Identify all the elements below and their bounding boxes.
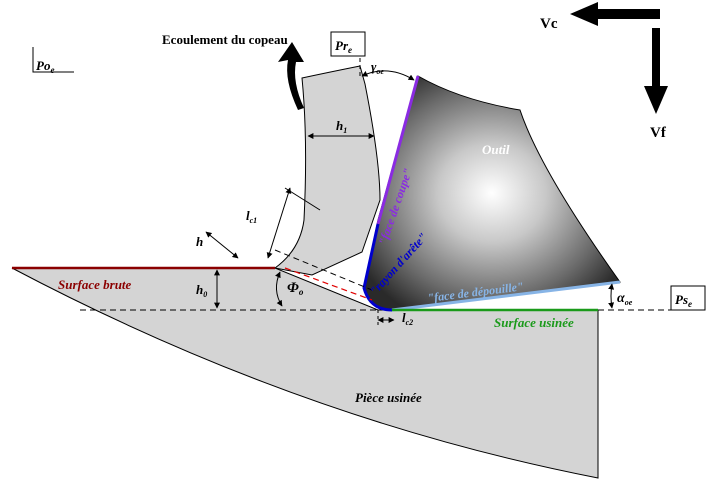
h-dim [205,231,239,259]
phi-arc [275,271,283,307]
pr-label: Pre [335,38,352,55]
shear-line-upper [274,249,373,291]
vc-arrow-icon [570,2,660,26]
po-box [32,47,74,73]
po-label: Poe [36,58,54,75]
chip [273,65,381,276]
machined-surface-label: Surface usinée [494,315,574,330]
ps-label: Pse [675,292,692,309]
alpha-label: αoe [617,291,633,307]
phi-label: Φo [287,280,304,297]
vc-label: Vc [540,16,558,32]
flank-face-line [391,280,621,312]
h-label: h [196,234,203,249]
raw-surface-label: Surface brute [58,277,132,292]
workpiece-body [11,267,599,479]
vf-label: Vf [650,125,667,141]
lc1-label: lc1 [246,208,257,225]
gamma-label: γoe [371,59,384,76]
rake-face-line [376,75,420,225]
ps-box [670,285,706,311]
shear-line-red [284,267,373,301]
chip-flow-label: Ecoulement du copeau [162,32,288,47]
h0-label: h0 [196,282,207,299]
workpiece-label: Pièce usinée [355,390,422,405]
pr-box [330,31,366,57]
vf-arrow-icon [644,28,668,114]
alpha-arc [608,283,615,309]
gamma-arc [361,70,415,81]
h1-label: h1 [336,118,347,135]
chip-flow-arrow [278,42,304,110]
edge-radius-line [362,223,393,312]
lc2-label: lc2 [402,310,413,327]
lc1-dim-arrow [266,187,292,259]
tool-label: Outil [482,142,510,157]
